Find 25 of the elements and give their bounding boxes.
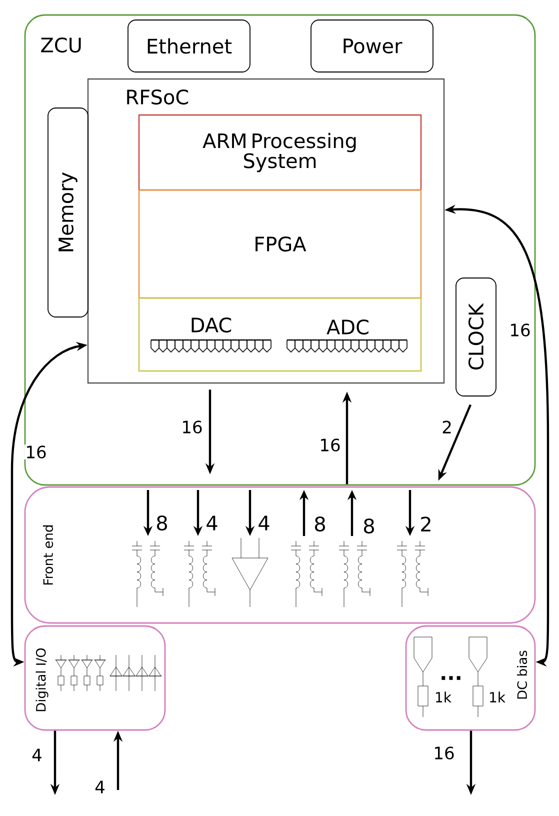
fpga-block: FPGA: [138, 189, 422, 299]
count-label: 8: [364, 518, 374, 534]
converter-block: DAC ADC: [138, 297, 422, 372]
port-box: Ethernet: [128, 20, 250, 72]
ellipsis: ...: [442, 676, 460, 680]
edge-label: 4: [94, 780, 106, 794]
count-label: 8: [157, 515, 167, 531]
resistor-value: 1k: [436, 692, 452, 702]
resistor-value: 1k: [490, 692, 506, 702]
clock-box: CLOCK: [456, 278, 496, 396]
count-label: 4: [206, 516, 218, 530]
edge-label: 16: [432, 746, 456, 760]
count-label: 2: [421, 516, 430, 532]
edge-label: 16: [180, 420, 204, 434]
port-box: Power: [310, 20, 434, 72]
digital-io-box: Digital I/O: [24, 625, 166, 731]
memory-box: Memory: [48, 108, 88, 318]
edge-label: 4: [30, 748, 44, 762]
count-label: 8: [315, 516, 325, 532]
edge-label: 16: [318, 438, 342, 452]
edge-label: 16: [24, 444, 48, 460]
count-label: 4: [258, 516, 270, 530]
edge-label: 16: [508, 322, 532, 338]
edge-label: 2: [440, 420, 454, 434]
processor-block: ARM Processing System: [138, 114, 422, 191]
